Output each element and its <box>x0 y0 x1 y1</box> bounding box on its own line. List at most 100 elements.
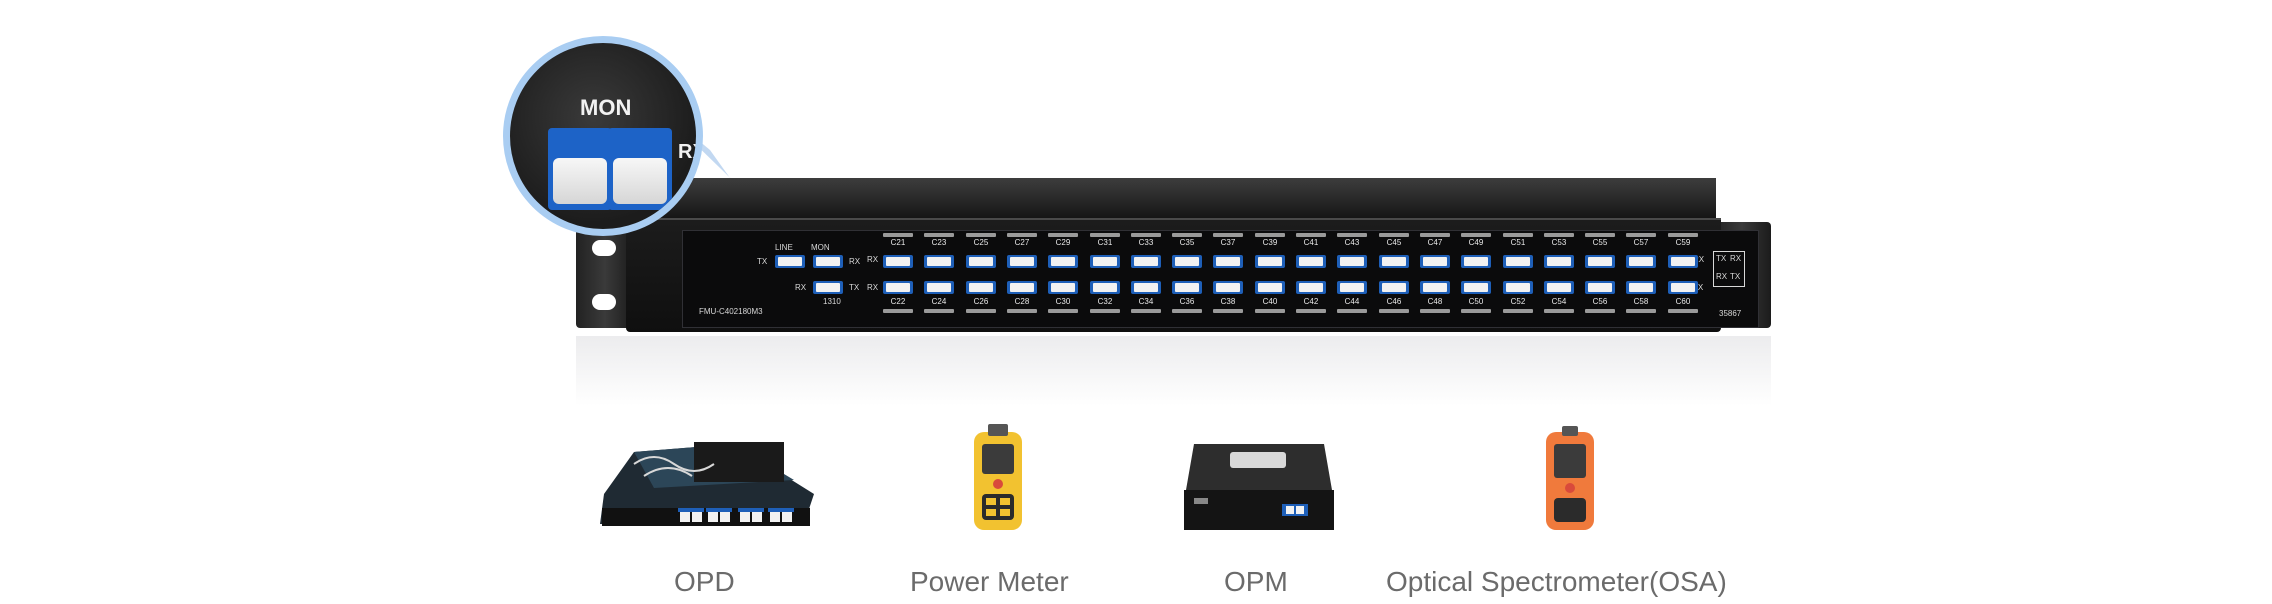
channel-label-bottom: C54 <box>1551 297 1567 306</box>
wavelength-label: 1310 <box>823 297 841 306</box>
channel-label-bottom: C32 <box>1097 297 1113 306</box>
channel-label-bottom: C44 <box>1344 297 1360 306</box>
channel-tag <box>1626 309 1656 313</box>
channel-port-tx[interactable] <box>1172 281 1202 294</box>
channel-tag <box>924 309 954 313</box>
channel-tag <box>1461 233 1491 237</box>
channel-port-rx[interactable] <box>1337 255 1367 268</box>
channel-port-tx[interactable] <box>1337 281 1367 294</box>
mon-port-rx[interactable] <box>813 255 843 268</box>
channel-port-tx[interactable] <box>1296 281 1326 294</box>
channel-port-rx[interactable] <box>1668 255 1698 268</box>
channel-tag <box>1337 233 1367 237</box>
channel-port-rx[interactable] <box>1420 255 1450 268</box>
channel-port-rx[interactable] <box>1255 255 1285 268</box>
channel-port-tx[interactable] <box>924 281 954 294</box>
channel-port-rx[interactable] <box>1379 255 1409 268</box>
channel-port-tx[interactable] <box>1379 281 1409 294</box>
channel-port-tx[interactable] <box>883 281 913 294</box>
legend-tx: TX <box>1716 254 1727 263</box>
channel-tag <box>966 233 996 237</box>
channel-port-tx[interactable] <box>1626 281 1656 294</box>
channel-tag <box>1213 233 1243 237</box>
channel-port-rx[interactable] <box>966 255 996 268</box>
channel-tag <box>924 233 954 237</box>
channels-rx-label: RX <box>867 255 879 264</box>
channel-port-tx[interactable] <box>1668 281 1698 294</box>
channel-port-rx[interactable] <box>1090 255 1120 268</box>
channel-port-tx[interactable] <box>1090 281 1120 294</box>
line-tx-label: TX <box>757 257 768 266</box>
channel-label-top: C49 <box>1468 238 1484 247</box>
channel-port-tx[interactable] <box>1544 281 1574 294</box>
channel-label-top: C59 <box>1675 238 1691 247</box>
magnifier-side-label: RX <box>678 141 696 163</box>
channel-port-rx[interactable] <box>1048 255 1078 268</box>
channel-port-rx[interactable] <box>1626 255 1656 268</box>
channel-tag <box>1255 233 1285 237</box>
channel-label-top: C37 <box>1220 238 1236 247</box>
dust-cap <box>553 158 607 204</box>
channel-tag <box>1503 309 1533 313</box>
channel-port-tx[interactable] <box>1255 281 1285 294</box>
channel-tag <box>1131 309 1161 313</box>
channel-tag <box>883 233 913 237</box>
device-caption-osa: Optical Spectrometer(OSA) <box>1386 566 1727 597</box>
channel-port-tx[interactable] <box>1048 281 1078 294</box>
channel-tag <box>1585 233 1615 237</box>
channel-label-top: C45 <box>1386 238 1402 247</box>
channel-port-tx[interactable] <box>1420 281 1450 294</box>
channel-port-rx[interactable] <box>1544 255 1574 268</box>
channel-label-bottom: C58 <box>1633 297 1649 306</box>
channel-port-rx[interactable] <box>1503 255 1533 268</box>
channel-tag <box>1585 309 1615 313</box>
mounting-hole <box>592 294 616 310</box>
channel-label-bottom: C28 <box>1014 297 1030 306</box>
device-caption-power-meter: Power Meter <box>910 566 1069 597</box>
channel-label-bottom: C36 <box>1179 297 1195 306</box>
opm-module-icon <box>1184 444 1334 530</box>
mon-port-tx[interactable] <box>813 281 843 294</box>
channel-label-bottom: C50 <box>1468 297 1484 306</box>
channel-tag <box>1213 309 1243 313</box>
channel-port-tx[interactable] <box>1007 281 1037 294</box>
channel-label-top: C25 <box>973 238 989 247</box>
channel-port-rx[interactable] <box>1007 255 1037 268</box>
channel-port-rx[interactable] <box>1213 255 1243 268</box>
channel-port-rx[interactable] <box>883 255 913 268</box>
channel-label-top: C35 <box>1179 238 1195 247</box>
channel-port-tx[interactable] <box>1503 281 1533 294</box>
opd-module-icon <box>600 442 814 526</box>
channel-port-tx[interactable] <box>1461 281 1491 294</box>
channel-port-rx[interactable] <box>1172 255 1202 268</box>
channel-label-bottom: C40 <box>1262 297 1278 306</box>
channel-port-rx[interactable] <box>1296 255 1326 268</box>
channel-tag <box>883 309 913 313</box>
channel-port-rx[interactable] <box>1585 255 1615 268</box>
channel-label-bottom: C56 <box>1592 297 1608 306</box>
channel-label-top: C53 <box>1551 238 1567 247</box>
device-caption-opd: OPD <box>674 566 735 597</box>
channel-label-top: C43 <box>1344 238 1360 247</box>
channel-port-tx[interactable] <box>1213 281 1243 294</box>
rack-front-panel: FMU-C402180M3 LINE MON TX RX RX TX 1310 … <box>626 218 1759 332</box>
line-port[interactable] <box>775 255 805 268</box>
mon-label: MON <box>811 243 830 252</box>
legend-tx-2: TX <box>1730 272 1741 281</box>
channel-label-top: C47 <box>1427 238 1443 247</box>
channel-label-top: C31 <box>1097 238 1113 247</box>
channel-tag <box>1172 233 1202 237</box>
channel-port-tx[interactable] <box>966 281 996 294</box>
channel-port-rx[interactable] <box>1461 255 1491 268</box>
channel-label-top: C51 <box>1510 238 1526 247</box>
channel-port-tx[interactable] <box>1585 281 1615 294</box>
model-label: FMU-C402180M3 <box>699 307 763 316</box>
channel-port-tx[interactable] <box>1131 281 1161 294</box>
cwdm-rack-unit: FMU-C402180M3 LINE MON TX RX RX TX 1310 … <box>576 178 1771 332</box>
channel-port-rx[interactable] <box>924 255 954 268</box>
mon-rx-label: RX <box>849 257 861 266</box>
channel-port-rx[interactable] <box>1131 255 1161 268</box>
channel-tag <box>1544 309 1574 313</box>
channel-tag <box>1379 309 1409 313</box>
magnifier-title: MON <box>580 95 632 120</box>
